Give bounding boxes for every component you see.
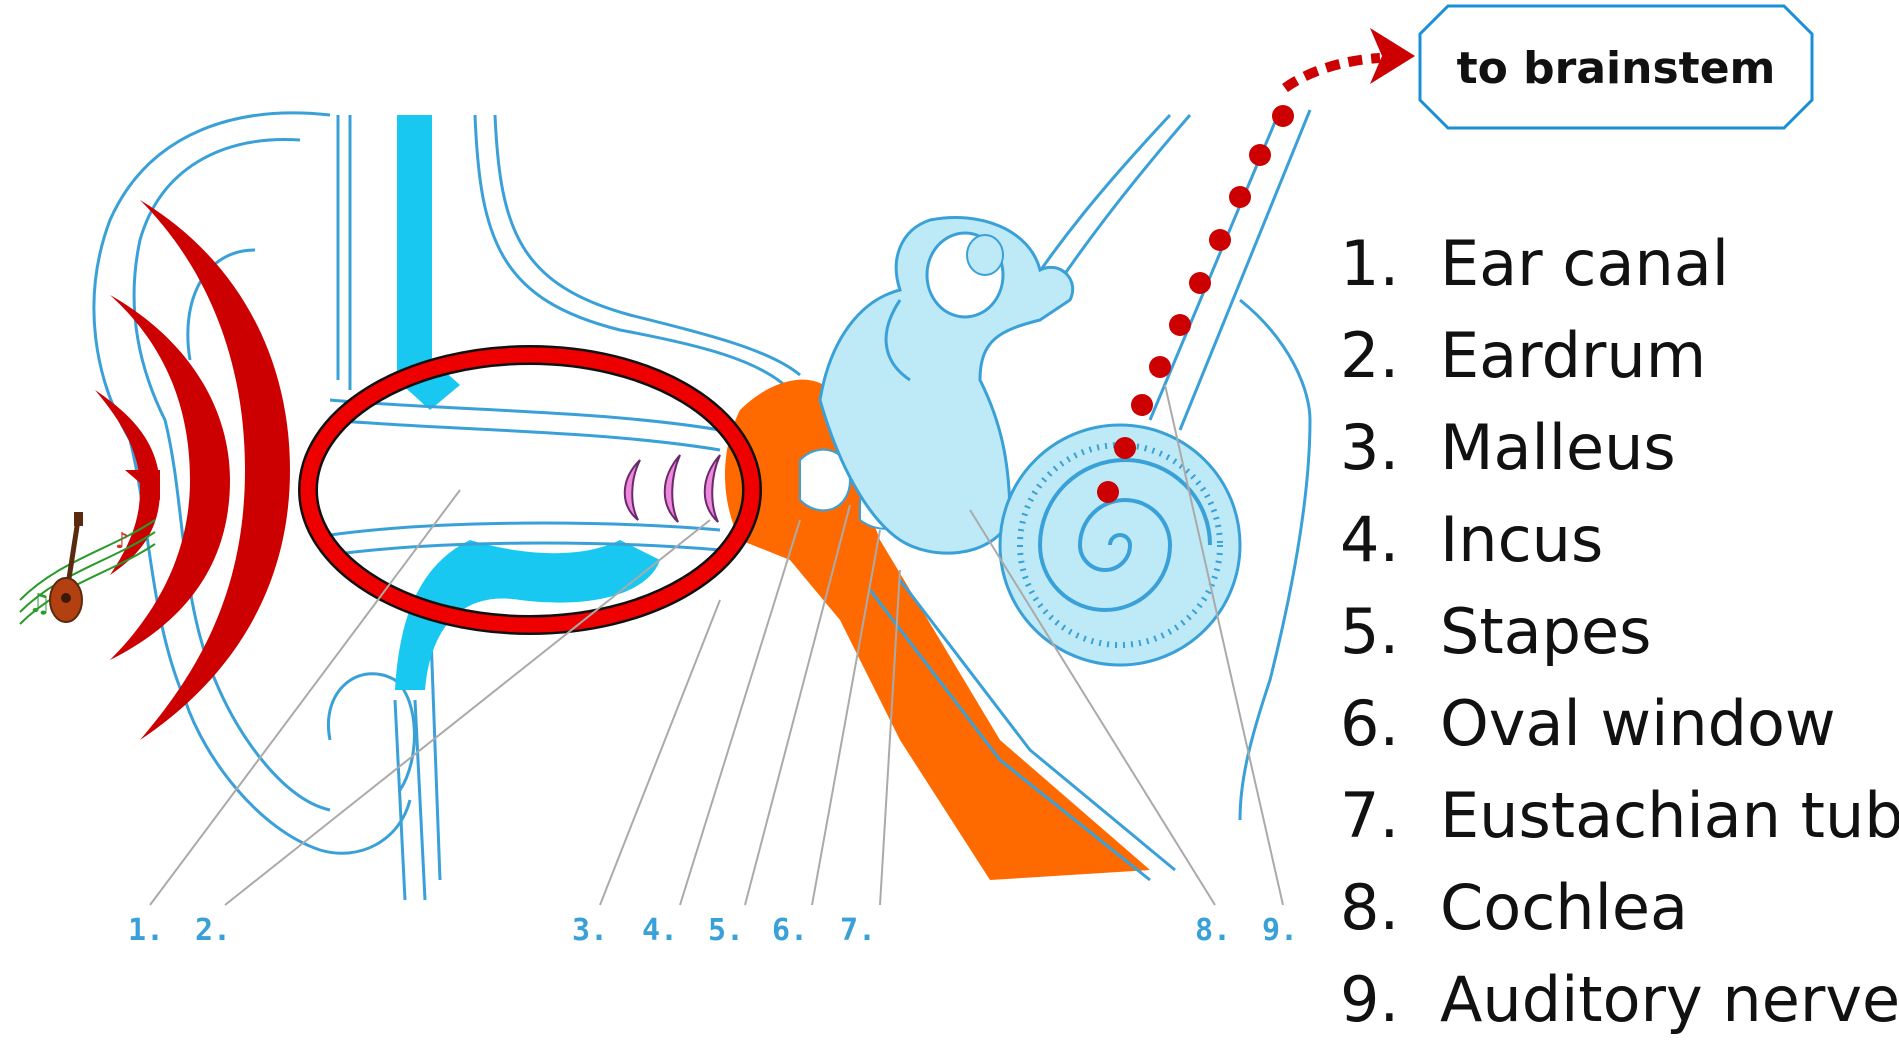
sound-waves [95,200,290,740]
legend-item: 8.Cochlea [1340,862,1899,954]
cochlea [1000,425,1240,665]
part-number-labels: 1. 2. 3. 4. 5. 6. 7. 8. 9. [128,913,1298,948]
legend-label: Eustachian tube [1440,779,1899,852]
legend-item: 6.Oval window [1340,678,1899,770]
part-number-7: 7. [840,913,876,948]
part-number-3: 3. [572,913,608,948]
legend-item: 9.Auditory nerve [1340,954,1899,1046]
legend-number: 9. [1340,954,1440,1046]
legend-label: Ear canal [1440,227,1729,300]
auditory-nerve [1150,110,1310,430]
legend-label: Stapes [1440,595,1651,668]
legend-number: 1. [1340,218,1440,310]
brainstem-label: to brainstem [1457,43,1776,94]
legend-item: 2.Eardrum [1340,310,1899,402]
legend-item: 1.Ear canal [1340,218,1899,310]
legend-number: 6. [1340,678,1440,770]
legend-label: Oval window [1440,687,1836,760]
ear-canal [330,400,720,555]
legend-number: 2. [1340,310,1440,402]
part-number-9: 9. [1262,913,1298,948]
parts-legend: 1.Ear canal 2.Eardrum 3.Malleus 4.Incus … [1340,218,1899,1046]
part-number-5: 5. [708,913,744,948]
vibration-arcs [625,455,720,522]
legend-number: 4. [1340,494,1440,586]
part-number-1: 1. [128,913,164,948]
legend-number: 7. [1340,770,1440,862]
part-number-2: 2. [195,913,231,948]
part-number-6: 6. [772,913,808,948]
legend-label: Cochlea [1440,871,1688,944]
legend-label: Incus [1440,503,1603,576]
part-number-4: 4. [642,913,678,948]
legend-item: 3.Malleus [1340,402,1899,494]
legend-item: 5.Stapes [1340,586,1899,678]
part-number-8: 8. [1195,913,1231,948]
svg-text:♫: ♫ [28,589,51,619]
legend-number: 5. [1340,586,1440,678]
brainstem-arrow [1285,28,1415,88]
legend-number: 8. [1340,862,1440,954]
legend-label: Auditory nerve [1440,963,1899,1036]
legend-item: 7.Eustachian tube [1340,770,1899,862]
legend-item: 4.Incus [1340,494,1899,586]
svg-text:♪: ♪ [115,529,129,554]
legend-number: 3. [1340,402,1440,494]
legend-label: Malleus [1440,411,1676,484]
legend-label: Eardrum [1440,319,1706,392]
brainstem-label-box: to brainstem [1420,6,1812,128]
